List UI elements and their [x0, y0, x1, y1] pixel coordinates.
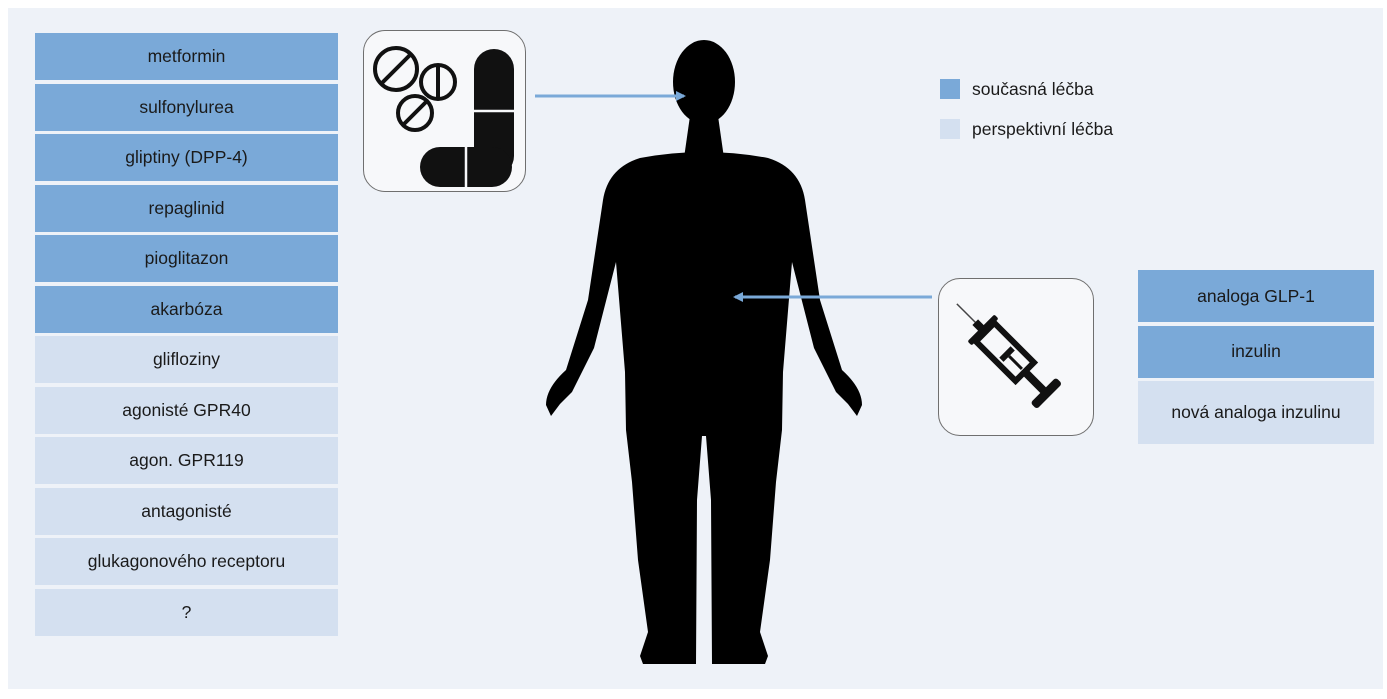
human-body-silhouette-icon: [546, 40, 862, 664]
